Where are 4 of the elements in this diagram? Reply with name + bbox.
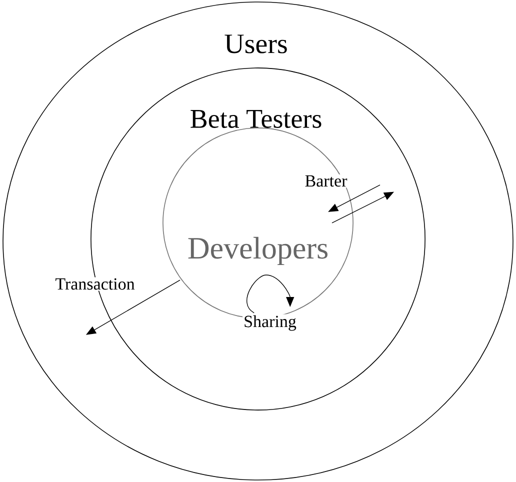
edge-label: Transaction (54, 277, 136, 291)
arrow (246, 274, 294, 314)
edge-label: Barter (304, 174, 348, 188)
edge-label: Sharing (242, 314, 298, 332)
